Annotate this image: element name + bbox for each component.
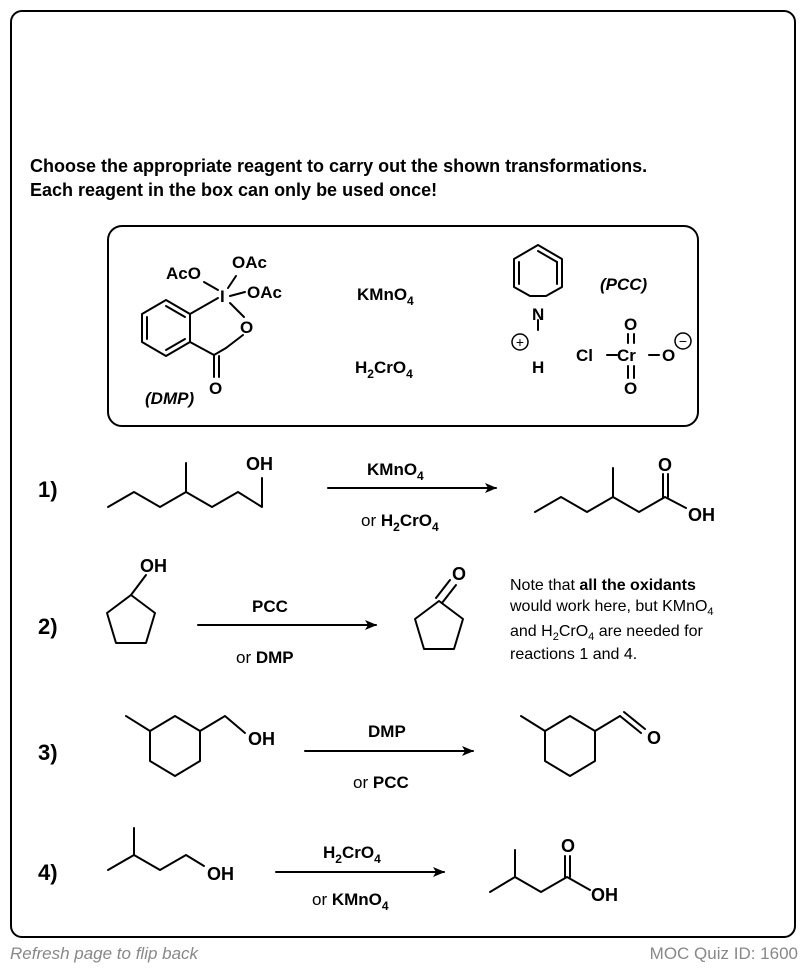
pcc-abbreviation: (PCC) bbox=[600, 275, 648, 294]
reaction-2-cyclopentanol bbox=[106, 594, 156, 644]
reaction-2-carbonyl-b bbox=[441, 584, 457, 604]
reagent-box bbox=[107, 225, 699, 427]
reaction-3-product-methyl bbox=[520, 715, 546, 732]
reaction-2-number: 2) bbox=[38, 614, 58, 639]
reaction-3-ch2oh bbox=[199, 715, 246, 734]
pcc-oxygen-right-label: O bbox=[662, 346, 675, 365]
pcc-structure bbox=[513, 244, 660, 379]
reaction-1-number: 1) bbox=[38, 477, 58, 502]
pcc-plus-charge bbox=[511, 333, 529, 351]
reaction-3-product-cyclohexane bbox=[544, 715, 596, 777]
pcc-chromium-label: Cr bbox=[617, 346, 636, 365]
reaction-3-reagent-bottom: or PCC bbox=[353, 773, 409, 792]
reaction-1-oh-label: OH bbox=[246, 454, 273, 474]
reaction-3-aldehyde-co-b bbox=[623, 711, 646, 730]
note-line-1: Note that all the oxidants bbox=[510, 577, 696, 594]
reaction-3-methyl bbox=[125, 715, 151, 732]
note-line-3: and H2CrO4 are needed for bbox=[510, 623, 703, 643]
reaction-4-oh-label: OH bbox=[207, 864, 234, 884]
instruction-line-1: Choose the appropriate reagent to carry … bbox=[30, 156, 647, 176]
reaction-2-reagent-top: PCC bbox=[252, 597, 288, 616]
reaction-1-reagent-top: KMnO4 bbox=[367, 460, 424, 483]
reaction-1-product bbox=[534, 496, 687, 513]
reaction-3-aldehyde-co-a bbox=[619, 715, 642, 734]
pcc-minus-charge bbox=[674, 332, 692, 350]
reaction-4-reagent-top: H2CrO4 bbox=[323, 843, 381, 866]
reaction-2-oh-label: OH bbox=[140, 556, 167, 576]
reaction-4-starting-material bbox=[107, 854, 205, 871]
reaction-1-product-oh-label: OH bbox=[688, 505, 715, 525]
dmp-abbreviation: (DMP) bbox=[145, 389, 194, 408]
dmp-oac-right-label: OAc bbox=[247, 283, 282, 302]
pcc-minus-sign: − bbox=[679, 333, 687, 349]
reaction-4-product-o-label: O bbox=[561, 836, 575, 856]
reaction-3-cyclohexane bbox=[149, 715, 201, 777]
dmp-carbonyl-oxygen-label: O bbox=[209, 379, 222, 398]
pcc-nitrogen-label: N bbox=[532, 305, 544, 324]
reaction-3-number: 3) bbox=[38, 740, 58, 765]
box-h2cro4: H2CrO4 bbox=[355, 358, 413, 381]
reaction-3-reagent-top: DMP bbox=[368, 722, 406, 741]
reaction-1-product-o-label: O bbox=[658, 455, 672, 475]
reaction-4-reagent-bottom: or KMnO4 bbox=[312, 890, 389, 913]
reaction-3-oh-label: OH bbox=[248, 729, 275, 749]
instruction-line-2: Each reagent in the box can only be used… bbox=[30, 180, 437, 200]
reaction-1-starting-material bbox=[107, 477, 263, 508]
reaction-2-oh-bond bbox=[130, 574, 147, 596]
reaction-1-reagent-bottom: or H2CrO4 bbox=[361, 511, 439, 534]
box-kmno4: KMnO4 bbox=[357, 285, 414, 308]
reaction-2-cyclopentanone bbox=[414, 600, 464, 650]
dmp-ring-oxygen-label: O bbox=[240, 318, 253, 337]
dmp-structure bbox=[141, 275, 246, 378]
reaction-3-product-o-label: O bbox=[647, 728, 661, 748]
note-line-2: would work here, but KMnO4 bbox=[509, 598, 714, 618]
refresh-hint: Refresh page to flip back bbox=[10, 944, 199, 963]
reaction-2-reagent-bottom: or DMP bbox=[236, 648, 294, 667]
note-line-4: reactions 1 and 4. bbox=[510, 646, 637, 663]
pcc-oxygen-bottom-label: O bbox=[624, 379, 637, 398]
pcc-chlorine-label: Cl bbox=[576, 346, 593, 365]
dmp-oac-top-label: OAc bbox=[232, 253, 267, 272]
reaction-2-carbonyl-a bbox=[435, 579, 451, 599]
quiz-card bbox=[10, 10, 796, 938]
pcc-oxygen-top-label: O bbox=[624, 315, 637, 334]
pcc-hydrogen-label: H bbox=[532, 358, 544, 377]
dmp-iodine-label: I bbox=[220, 287, 225, 306]
reaction-4-product-oh-label: OH bbox=[591, 885, 618, 905]
pcc-plus-sign: + bbox=[516, 334, 524, 350]
reaction-4-product bbox=[489, 876, 591, 893]
reaction-2-note: Note that all the oxidants would work he… bbox=[509, 577, 714, 663]
dmp-aco-label: AcO bbox=[166, 264, 201, 283]
quiz-id: MOC Quiz ID: 1600 bbox=[649, 944, 798, 963]
reaction-3-aldehyde-bond bbox=[594, 715, 621, 732]
reaction-2-product-o-label: O bbox=[452, 564, 466, 584]
reaction-4-number: 4) bbox=[38, 860, 58, 885]
